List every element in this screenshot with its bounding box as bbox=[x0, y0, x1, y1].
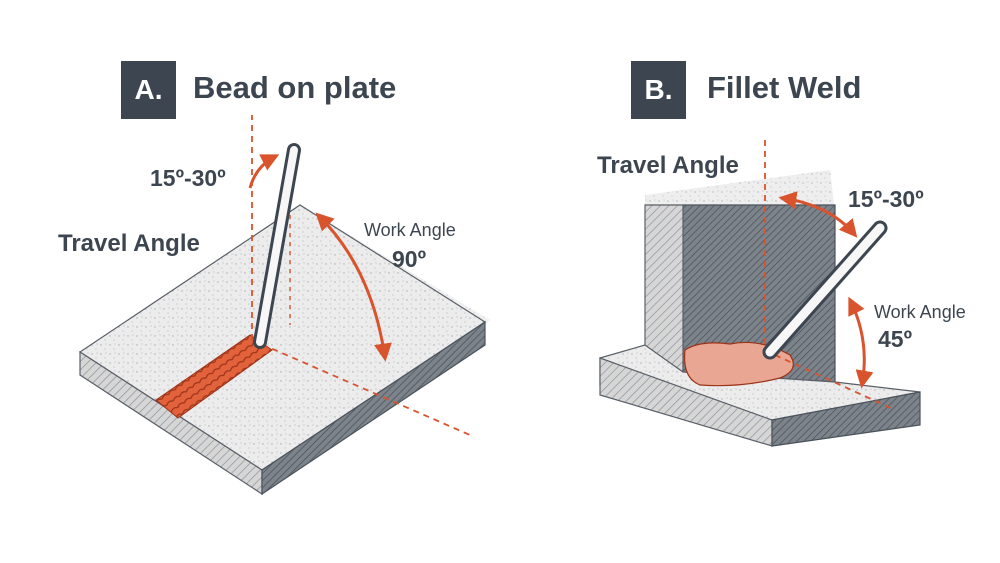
panel-a-badge: A. bbox=[121, 61, 176, 119]
panel-b-work-reference-line bbox=[774, 354, 896, 411]
panel-a-plate-right bbox=[261, 320, 486, 496]
panel-a-weld-bead bbox=[155, 334, 273, 419]
panel-a-work-angle-value: 90º bbox=[392, 246, 426, 272]
panel-b-base-plate-right bbox=[771, 391, 921, 447]
panel-b-work-angle-value: 45º bbox=[878, 326, 912, 352]
panel-a-travel-angle-arrow bbox=[248, 154, 280, 189]
panel-a-work-reference-line bbox=[251, 339, 471, 436]
panel-b-vertical-plate-edge bbox=[644, 204, 684, 373]
panel-a-work-angle-arrow bbox=[315, 212, 392, 362]
panel-b-work-angle-arrow bbox=[848, 296, 874, 389]
panel-a-travel-angle-label: Travel Angle bbox=[58, 230, 200, 257]
panel-b-title: Fillet Weld bbox=[707, 70, 862, 105]
panel-a-travel-angle-value: 15º-30º bbox=[150, 165, 226, 191]
panel-b-illustration bbox=[599, 140, 921, 447]
panel-b-travel-angle-arrow bbox=[778, 191, 858, 238]
panel-a-title: Bead on plate bbox=[193, 70, 397, 105]
panel-b-work-angle-label: Work Angle bbox=[874, 302, 966, 322]
panel-b-travel-angle-value: 15º-30º bbox=[848, 186, 924, 212]
panel-b-badge: B. bbox=[631, 61, 686, 119]
panel-a-illustration bbox=[78, 115, 490, 496]
panel-b-travel-angle-label: Travel Angle bbox=[597, 152, 739, 179]
panel-a-work-angle-label: Work Angle bbox=[364, 220, 456, 240]
